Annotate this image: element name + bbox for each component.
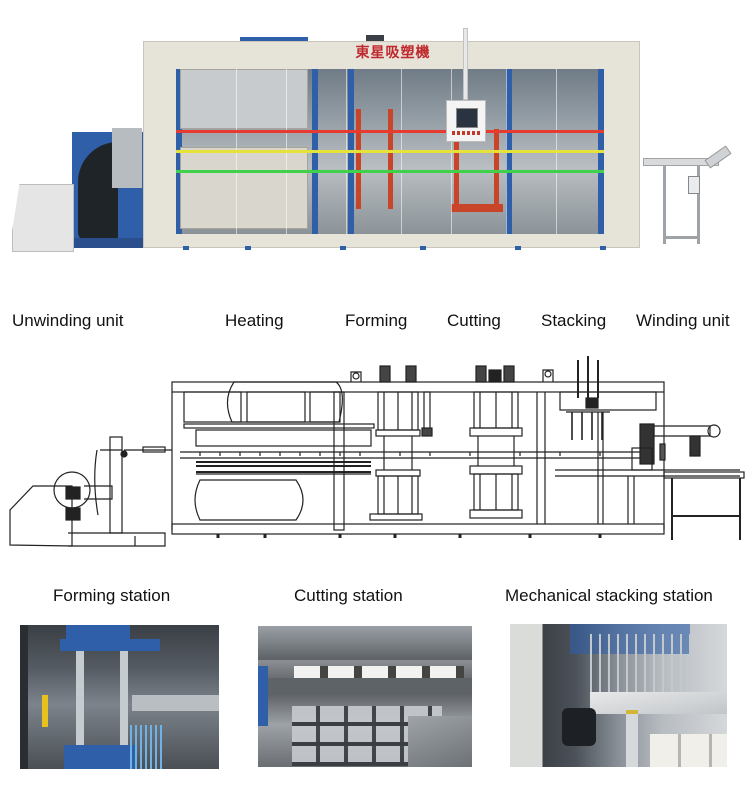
label-unwinding-unit: Unwinding unit (12, 311, 124, 330)
hmi-control-panel (446, 100, 486, 142)
stacking-station-photo (510, 624, 727, 767)
top-valve (366, 35, 384, 43)
machine-logo: 東星吸塑機 (355, 45, 431, 61)
frame-bottom-strip (176, 234, 604, 246)
light-curtain-green (176, 170, 604, 173)
machine-photo: 東星吸塑機 (0, 0, 750, 270)
main-frame-drawing (171, 381, 665, 538)
machine-glass-enclosure (176, 69, 604, 234)
label-heating: Heating (225, 311, 284, 330)
label-cutting: Cutting (447, 311, 501, 330)
light-curtain-yellow (176, 150, 604, 153)
label-stacking: Stacking (541, 311, 607, 330)
hmi-screen (456, 108, 478, 128)
stacking-station-drawing (536, 356, 740, 524)
label-stacking-station: Mechanical stacking station (505, 586, 713, 605)
label-forming: Forming (345, 311, 408, 330)
forming-station-photo (20, 625, 219, 769)
light-curtain-red (176, 130, 604, 133)
unwinder-guide (112, 128, 142, 188)
label-cutting-station: Cutting station (294, 586, 403, 605)
machine-line-diagram (9, 356, 745, 547)
output-conveyor-drawing (663, 471, 745, 540)
unwinder-drawing (9, 436, 172, 547)
hmi-buttons (452, 131, 482, 135)
hmi-arm (463, 28, 468, 100)
unwinder-cover (12, 184, 74, 252)
unwinder-base (54, 238, 146, 248)
label-forming-station: Forming station (53, 586, 171, 605)
label-winding-unit: Winding unit (636, 311, 730, 330)
top-blue-box (240, 37, 308, 43)
conveyor-controller (688, 176, 700, 194)
forming-station-drawing (369, 365, 433, 521)
heater-tank-drawing (226, 381, 343, 423)
unwinder-roll (78, 142, 118, 242)
cutting-station-drawing (469, 365, 523, 519)
winding-unit-drawing (631, 423, 721, 471)
cutting-station-photo (258, 626, 472, 767)
